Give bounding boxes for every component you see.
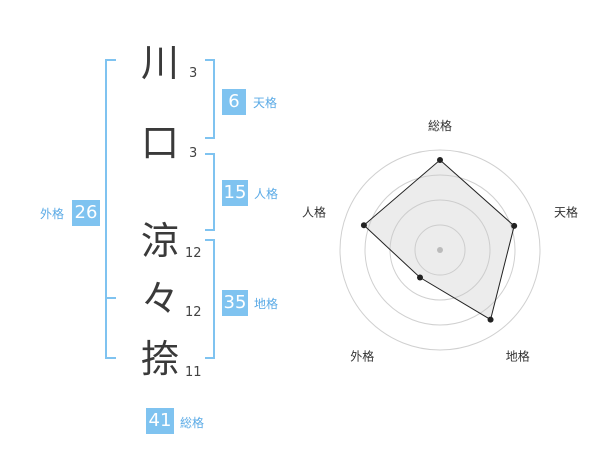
- stroke-count-5: 11: [185, 365, 202, 380]
- name-char-4: 々: [140, 277, 179, 321]
- jinkaku-label: 人格: [254, 187, 279, 201]
- gaikaku-value-badge: 26: [72, 200, 100, 226]
- radar-axis-label-3: 外格: [350, 349, 374, 364]
- radar-axis-label-2: 地格: [506, 349, 530, 364]
- radar-point-0: [437, 157, 443, 163]
- radar-point-2: [487, 316, 494, 323]
- radar-ring-1: [414, 224, 466, 276]
- name-char-3: 涼: [140, 219, 179, 263]
- radar-polygon: [363, 159, 515, 321]
- tenkaku-bracket: [205, 59, 215, 139]
- chikaku-label: 地格: [254, 297, 279, 311]
- gaikaku-bracket: [105, 59, 116, 359]
- chikaku-value-badge: 35: [222, 290, 248, 316]
- stroke-count-1: 3: [189, 66, 198, 81]
- name-char-5: 捺: [140, 337, 179, 381]
- tenkaku-label: 天格: [253, 96, 278, 110]
- radar-center-dot: [437, 247, 443, 253]
- stroke-count-4: 12: [185, 305, 202, 320]
- radar-ring-3: [364, 174, 516, 326]
- radar-point-4: [360, 222, 367, 229]
- stroke-count-3: 12: [185, 246, 202, 261]
- radar-point-1: [511, 222, 518, 229]
- soukaku-label: 総格: [180, 416, 205, 430]
- radar-axis-label-1: 天格: [554, 204, 578, 219]
- stroke-count-2: 3: [189, 146, 198, 161]
- jinkaku-value-badge: 15: [222, 180, 248, 206]
- radar-point-3: [417, 274, 424, 281]
- name-char-2: 口: [140, 121, 179, 165]
- chikaku-bracket: [205, 239, 215, 359]
- radar-axis-label-4: 人格: [302, 204, 326, 219]
- jinkaku-bracket: [205, 153, 215, 231]
- gaikaku-label: 外格: [40, 207, 65, 221]
- name-char-1: 川: [140, 41, 179, 85]
- soukaku-value-badge: 41: [146, 408, 174, 434]
- tenkaku-value-badge: 6: [222, 89, 246, 115]
- radar-axis-label-0: 総格: [428, 118, 452, 133]
